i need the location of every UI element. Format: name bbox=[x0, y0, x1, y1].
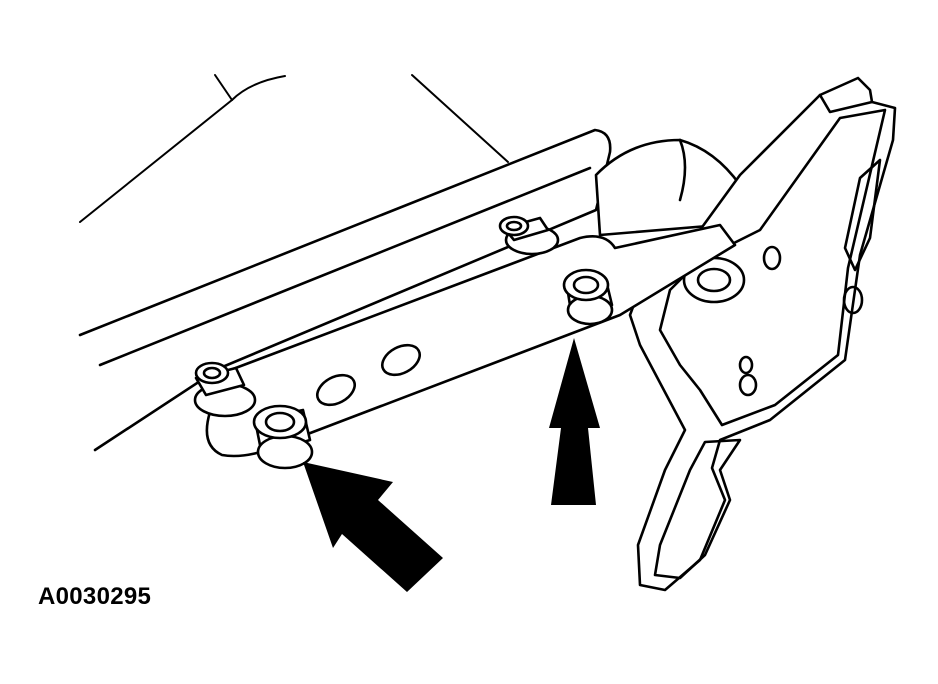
bushing-upper-front bbox=[562, 268, 614, 326]
hinge-pivot-drum bbox=[594, 138, 742, 237]
callout-arrow-lower bbox=[303, 462, 443, 592]
figure-id-label: A0030295 bbox=[38, 583, 152, 610]
seat-cushion-outline bbox=[79, 74, 509, 223]
callout-arrow-upper bbox=[549, 338, 600, 505]
bushing-lower-front bbox=[252, 404, 314, 470]
bushing-lower-rear bbox=[193, 361, 257, 418]
bushing-upper-rear bbox=[498, 215, 560, 256]
